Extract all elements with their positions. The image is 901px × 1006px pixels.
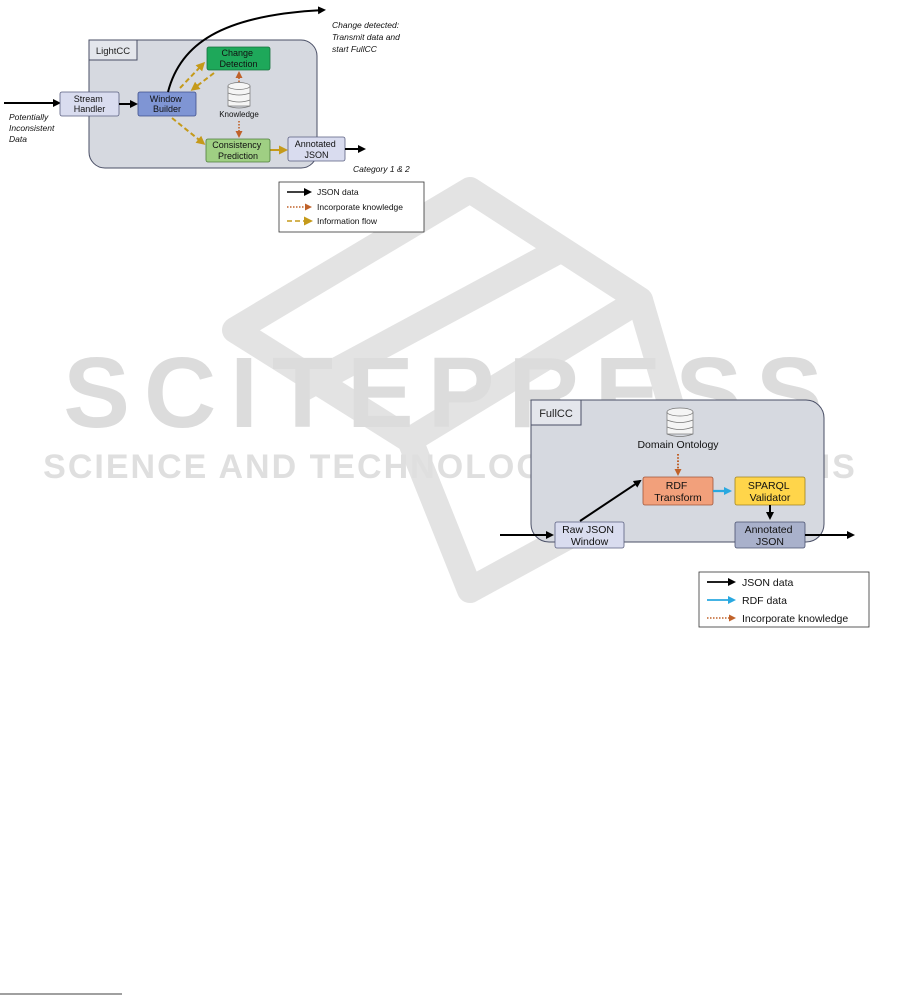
input-label: Potentially Inconsistent Data [9,112,57,144]
window-builder-box [137,91,197,117]
fullcc-legend-incorporate-knowledge: Incorporate knowledge [742,613,848,625]
window-to-consistency-flow [171,117,206,145]
consistency-prediction-box [205,138,271,163]
rdf-transform-label: RDF Transform [654,480,702,504]
legend-incorporate-knowledge: Incorporate knowledge [317,202,403,212]
window-builder-label: Window Builder [150,94,185,114]
knowledge-database-icon [227,82,251,109]
raw-to-rdf-arrow [579,479,642,522]
change-note: Change detected: Transmit data and start… [332,20,402,54]
change-detection-label: Change Detection [219,48,257,69]
legend-information-flow: Information flow [317,216,378,226]
fullcc-diagram: FullCC Domain Ontology RDF Transform SPA… [500,399,870,628]
lightcc-diagram: LightCC Potentially Inconsistent Data St… [4,6,425,233]
knowledge-label: Knowledge [219,110,259,119]
fullcc-title-tab [530,399,582,426]
fullcc-legend-rdf-data: RDF data [742,595,787,607]
consistency-prediction-label: Consistency Prediction [212,140,264,161]
fullcc-legend-json-data: JSON data [742,577,794,589]
change-detected-arrow [167,6,326,93]
fullcc-title: FullCC [539,408,573,420]
domain-ontology-label: Domain Ontology [637,439,719,451]
window-to-change-flow [179,61,206,89]
domain-ontology-database-icon [666,407,694,437]
lightcc-legend: JSON data Incorporate knowledge Informat… [278,181,425,233]
raw-json-window-box [554,521,625,549]
legend-json-data: JSON data [317,187,359,197]
lightcc-title-tab [88,39,138,61]
change-detection-box [206,46,271,71]
sparql-validator-label: SPARQL Validator [748,480,792,504]
stream-handler-label: Stream Handler [74,94,106,114]
lightcc-annotated-json-label: Annotated JSON [295,139,339,160]
change-to-window-flow [190,72,215,91]
raw-json-window-label: Raw JSON Window [562,524,617,548]
fullcc-annotated-json-label: Annotated JSON [745,524,796,548]
fullcc-legend: JSON data RDF data Incorporate knowledge [698,571,870,628]
category-note: Category 1 & 2 [353,164,410,174]
lightcc-title: LightCC [96,46,130,57]
